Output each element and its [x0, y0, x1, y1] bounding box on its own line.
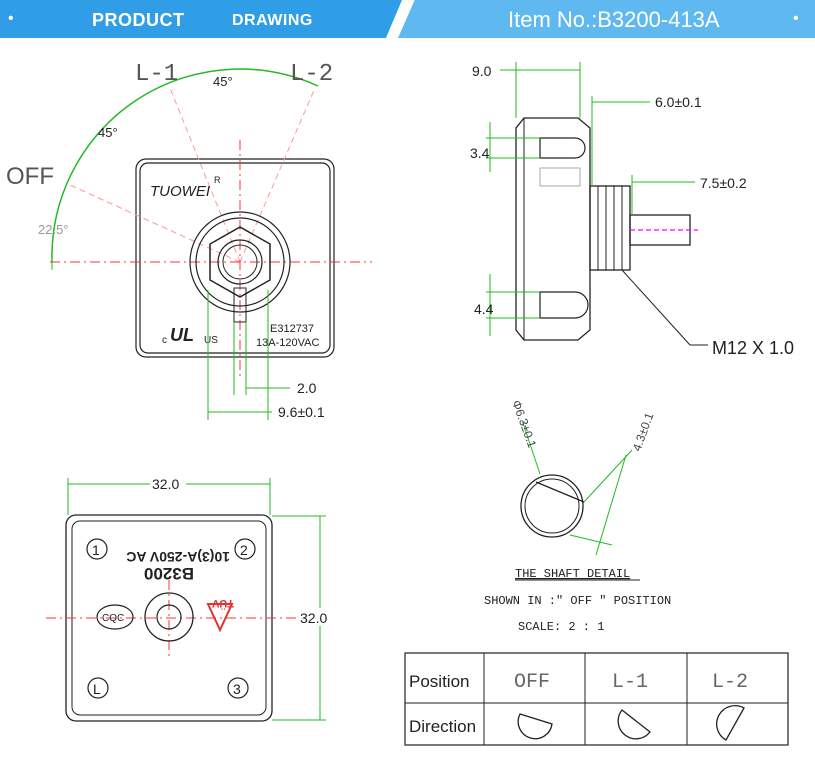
dim-back-width: 32.0 — [152, 476, 179, 492]
header-subtitle: DRAWING — [232, 12, 313, 29]
terminal-2-label: 2 — [240, 542, 248, 558]
label-off: OFF — [6, 163, 54, 190]
dim-flat-width: 9.6±0.1 — [278, 404, 325, 420]
table-border — [404, 652, 789, 746]
cert-code: E312737 — [270, 323, 314, 335]
front-body-outline — [139, 162, 331, 354]
terminal-1-circle — [86, 538, 108, 560]
dim-back-height: 32.0 — [300, 610, 327, 626]
brand-registered-mark: R — [214, 175, 221, 185]
label-l1: L-1 — [135, 61, 178, 88]
direction-l1-icon — [617, 709, 651, 740]
dim-slot-width: 2.0 — [297, 380, 317, 396]
terminal-l-circle — [87, 677, 109, 699]
ul-c-mark: c — [162, 335, 167, 346]
dim-top-hole: 3.4 — [470, 145, 490, 161]
header-right-banner — [398, 0, 815, 38]
tuv-triangle-icon — [206, 603, 234, 633]
side-view: 9.0 6.0±0.1 7.5±0.2 3.4 4.4 M12 X 1.0 — [470, 62, 794, 358]
front-body-edge — [135, 158, 335, 358]
side-top-hole — [539, 137, 586, 159]
cqc-mark: CQC — [102, 613, 124, 624]
nut-hex — [209, 226, 271, 298]
shaft-slot — [233, 287, 247, 323]
thread-leader — [621, 269, 691, 346]
terminal-l-label: L — [93, 681, 101, 697]
shaft-flat-ext-1 — [583, 449, 633, 503]
direction-off-icon — [517, 713, 553, 740]
shaft-detail-title: THE SHAFT DETAIL — [515, 567, 630, 581]
shaft-flat-dim — [595, 454, 627, 556]
back-width-label-bg — [150, 474, 186, 490]
shaft-detail-outer — [520, 474, 584, 538]
brand-logo: TUOWEI — [150, 183, 210, 200]
table-position-l1: L-1 — [612, 671, 648, 694]
header-left-banner — [0, 0, 402, 38]
ul-logo: UL — [170, 325, 194, 345]
back-boss-outer — [144, 592, 194, 642]
dim-shaft-diameter: Φ6.3±0.1 — [509, 398, 539, 450]
table-position-off: OFF — [514, 671, 550, 694]
angle-arc — [51, 68, 319, 263]
dim-shaft-length: 7.5±0.2 — [700, 175, 747, 191]
cqc-mark-outline — [96, 604, 134, 630]
angle-45-left: 45° — [98, 125, 118, 140]
dim-bottom-hole: 4.4 — [474, 301, 494, 317]
shaft-detail: Φ6.3±0.1 4.3±0.1 THE SHAFT DETAIL SHOWN … — [484, 398, 671, 634]
shaft-outer — [217, 239, 263, 285]
header-bullet-right: • — [793, 10, 799, 27]
shaft-shown-in: SHOWN IN :" OFF " POSITION — [484, 594, 671, 608]
shaft-dia-leader — [521, 419, 541, 475]
thread-bushing — [589, 185, 631, 271]
direction-l2-icon — [716, 705, 745, 741]
label-l2: L-2 — [290, 61, 333, 88]
side-bottom-hole — [539, 291, 589, 319]
nut-inner — [195, 217, 285, 307]
back-boss-inner — [156, 604, 182, 630]
header-bullet-left: • — [8, 10, 14, 27]
front-view: L-1 L-2 OFF 45° 45° 22.5° TUOWEI R c UL … — [6, 61, 372, 420]
header-title: PRODUCT — [92, 10, 185, 30]
back-model: B3200 — [144, 564, 194, 583]
terminal-3-label: 3 — [233, 681, 241, 697]
terminal-1-label: 1 — [92, 542, 100, 558]
thread-spec: M12 X 1.0 — [712, 338, 794, 358]
table-header-position: Position — [409, 672, 469, 691]
tuv-mark: TÜV — [211, 597, 234, 610]
table-position-l2: L-2 — [712, 671, 748, 694]
back-height-label-bg — [298, 608, 336, 626]
position-table: Position Direction OFF L-1 L-2 — [404, 652, 789, 746]
ul-us-mark: US — [204, 335, 218, 346]
shaft-flat-ext-2 — [569, 534, 613, 546]
back-rating: 10(3)A-250V AC — [126, 549, 230, 565]
table-header-direction: Direction — [409, 717, 476, 736]
shaft-scale: SCALE: 2 : 1 — [518, 620, 604, 634]
dim-body-depth: 9.0 — [472, 63, 492, 79]
dim-thread-length: 6.0±0.1 — [655, 94, 702, 110]
angle-22-5: 22.5° — [38, 222, 69, 237]
side-detent — [539, 167, 581, 187]
back-view: 32.0 32.0 10(3)A-250V AC B3200 1 2 L 3 C… — [46, 474, 336, 722]
angle-line-l2 — [239, 87, 316, 263]
terminal-3-circle — [227, 677, 249, 699]
dim-shaft-flat: 4.3±0.1 — [630, 410, 657, 453]
angle-line-off — [69, 184, 241, 263]
side-body-outline — [515, 117, 591, 341]
shaft-detail-inner — [524, 478, 580, 534]
angle-45-top: 45° — [213, 74, 233, 89]
item-number: Item No.:B3200-413A — [508, 7, 720, 32]
shaft-inner — [222, 244, 258, 280]
terminal-2-circle — [234, 538, 256, 560]
shaft-detail-flat — [535, 481, 585, 503]
front-rating: 13A-120VAC — [256, 337, 319, 349]
nut-outer — [189, 211, 291, 313]
